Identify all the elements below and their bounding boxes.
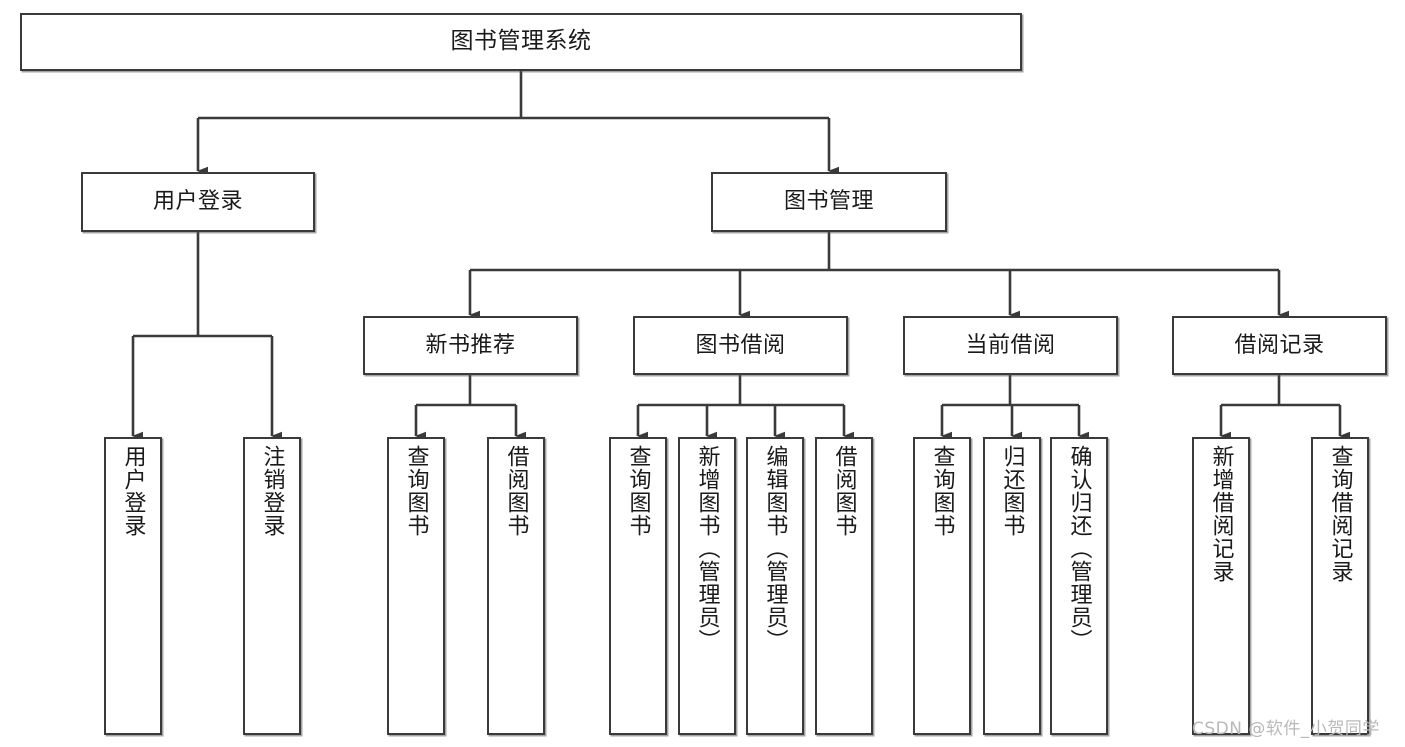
node-leaf-confirm-return: 确认归还（管理员） xyxy=(1050,437,1108,735)
node-root: 图书管理系统 xyxy=(20,13,1022,71)
node-book-borrow: 图书借阅 xyxy=(633,316,848,375)
node-label-root: 图书管理系统 xyxy=(450,28,592,55)
node-label-leaf-query-record: 查询借阅记录 xyxy=(1327,445,1353,583)
node-label-leaf-edit-book: 编辑图书（管理员） xyxy=(762,445,788,652)
node-book-manage: 图书管理 xyxy=(711,172,947,232)
node-label-book-manage: 图书管理 xyxy=(783,189,874,215)
edge-group xyxy=(131,71,1350,441)
node-leaf-borrow-book: 借阅图书 xyxy=(815,437,873,735)
node-label-leaf-return-book: 归还图书 xyxy=(999,445,1025,537)
node-leaf-add-book: 新增图书（管理员） xyxy=(678,437,736,735)
node-leaf-user-login: 用户登录 xyxy=(104,437,162,735)
node-label-borrow-record: 借阅记录 xyxy=(1234,332,1325,358)
node-label-leaf-add-book: 新增图书（管理员） xyxy=(694,445,720,652)
node-label-new-book-rec: 新书推荐 xyxy=(425,332,516,358)
node-label-user-login: 用户登录 xyxy=(152,189,243,215)
node-label-leaf-user-logout: 注销登录 xyxy=(259,445,285,537)
node-leaf-query-book-cur: 查询图书 xyxy=(913,437,971,735)
node-leaf-query-book-rec: 查询图书 xyxy=(387,437,445,735)
node-label-leaf-confirm-return: 确认归还（管理员） xyxy=(1066,445,1092,652)
node-label-leaf-borrow-book: 借阅图书 xyxy=(831,445,857,537)
watermark-text: CSDN @软件_小贺同学 xyxy=(1192,719,1380,739)
node-user-login: 用户登录 xyxy=(81,172,315,232)
node-label-leaf-query-book: 查询图书 xyxy=(625,445,651,537)
node-leaf-query-book: 查询图书 xyxy=(609,437,667,735)
node-leaf-return-book: 归还图书 xyxy=(983,437,1041,735)
node-label-current-borrow: 当前借阅 xyxy=(965,332,1056,358)
node-label-leaf-query-book-rec: 查询图书 xyxy=(403,445,429,537)
node-leaf-add-record: 新增借阅记录 xyxy=(1192,437,1250,735)
node-label-leaf-borrow-book-rec: 借阅图书 xyxy=(503,445,529,537)
node-label-leaf-query-book-cur: 查询图书 xyxy=(929,445,955,537)
node-leaf-edit-book: 编辑图书（管理员） xyxy=(746,437,804,735)
node-label-book-borrow: 图书借阅 xyxy=(695,332,786,358)
node-current-borrow: 当前借阅 xyxy=(903,316,1118,375)
node-new-book-rec: 新书推荐 xyxy=(363,316,578,375)
node-label-leaf-add-record: 新增借阅记录 xyxy=(1208,445,1234,583)
node-leaf-query-record: 查询借阅记录 xyxy=(1311,437,1369,735)
node-borrow-record: 借阅记录 xyxy=(1172,316,1387,375)
node-leaf-user-logout: 注销登录 xyxy=(243,437,301,735)
node-label-leaf-user-login: 用户登录 xyxy=(120,445,146,537)
node-leaf-borrow-book-rec: 借阅图书 xyxy=(487,437,545,735)
